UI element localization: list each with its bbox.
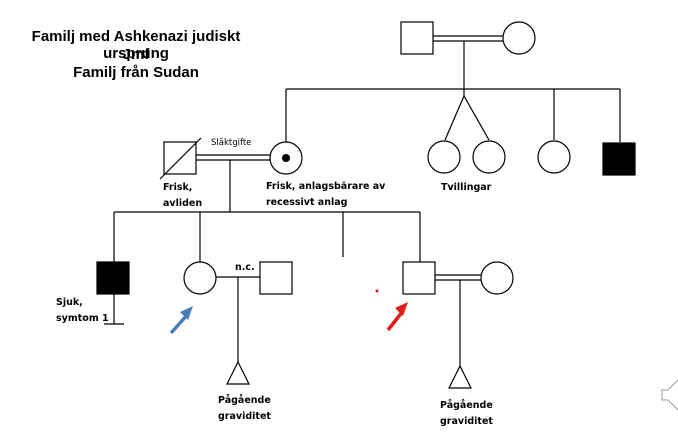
title-line-1: Familj med Ashkenazi judiskt ursprung <box>31 28 241 62</box>
twins-label: Tvillingar <box>441 182 492 193</box>
father-label-2: avliden <box>163 198 203 209</box>
pregnancy-2-label-1: Pågående <box>440 400 493 411</box>
affected-child-symbol <box>96 261 130 295</box>
affected-uncle-symbol <box>602 142 636 176</box>
daughter-symbol <box>183 261 217 295</box>
sick-label-1: Sjuk, <box>56 297 83 308</box>
proband-arrow-red <box>386 302 408 332</box>
pregnancy-1-symbol <box>226 360 250 385</box>
father-label-1: Frisk, <box>163 182 193 193</box>
sick-label-2: symtom 1 <box>56 313 109 324</box>
nc-label: n.c. <box>235 262 255 273</box>
son-partner-symbol <box>480 261 514 295</box>
mother-label-2: recessivt anlag <box>266 197 348 208</box>
pregnancy-2-symbol <box>448 364 472 389</box>
twin-1-symbol <box>427 140 461 174</box>
title-line-3: Familj från Sudan <box>73 64 199 81</box>
red-dot <box>375 289 379 293</box>
father-symbol <box>163 141 197 175</box>
pregnancy-1-label-1: Pågående <box>218 395 271 406</box>
consanguinity-label: Släktgifte <box>211 138 252 148</box>
daughter-partner-symbol <box>259 261 293 295</box>
speaker-icon[interactable] <box>661 379 678 411</box>
carrier-dot <box>282 154 290 162</box>
proband-arrow-blue <box>169 306 193 335</box>
twin-2-symbol <box>472 140 506 174</box>
grandfather-symbol <box>400 21 434 55</box>
mother-label-1: Frisk, anlagsbärare av <box>266 181 386 192</box>
twin-right-line <box>463 95 490 141</box>
title-line-2: Jmf <box>122 46 150 63</box>
grandmother-symbol <box>502 21 536 55</box>
twin-left-line <box>444 95 465 141</box>
pregnancy-1-label-2: graviditet <box>218 411 271 422</box>
son-symbol <box>402 261 436 295</box>
aunt-symbol <box>537 140 571 174</box>
pregnancy-2-label-2: graviditet <box>440 416 493 427</box>
deceased-slash <box>159 137 202 180</box>
